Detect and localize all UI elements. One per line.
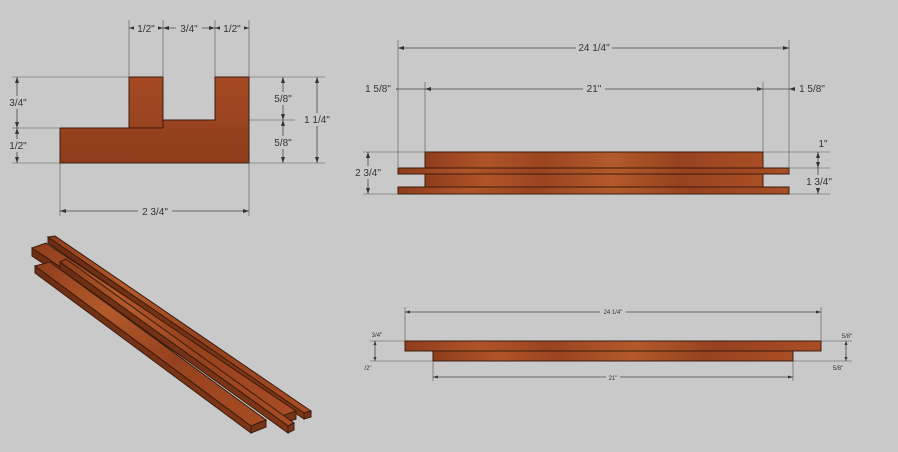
dim-right-total: 1 1/4" — [304, 115, 330, 126]
dim-left-upper: 3/4" — [9, 98, 27, 109]
bottom-top-board — [404, 340, 822, 352]
iso-rail-back-end — [303, 410, 312, 420]
side-dim-right-height: 1 3/4" — [806, 177, 832, 188]
side-dim-overall: 24 1/4" — [578, 43, 610, 54]
side-dim-right-top: 1" — [818, 139, 828, 150]
side-dim-left-height: 2 3/4" — [355, 168, 381, 179]
side-top-board — [424, 151, 764, 169]
iso-rail-front-top — [59, 258, 295, 427]
dim-top-left: 1/2" — [137, 24, 155, 35]
dim-left-lower: 1/2" — [9, 141, 27, 152]
dim-top-mid: 3/4" — [180, 24, 198, 35]
dim-right-upper: 5/8" — [274, 94, 292, 105]
bottom-dim-left-top: 3/4" — [372, 333, 382, 339]
bottom-dim-overall: 24 1/4" — [604, 310, 623, 316]
side-dim-right-offset: 1 5/8" — [799, 84, 825, 95]
iso-board-lower-end — [250, 419, 267, 434]
section-profile — [59, 76, 250, 164]
section-view: 1/2" 3/4" 1/2" 3/4" 1/2" 5/8" 5/8" 1 1/4… — [6, 20, 332, 218]
side-rail-upper — [397, 167, 790, 175]
bottom-dim-left-bottom: /2" — [364, 366, 371, 372]
side-dim-left-offset: 1 5/8" — [365, 84, 391, 95]
bottom-dim-right-top: 5/8" — [842, 334, 852, 340]
bottom-dim-inner: 21" — [609, 376, 618, 382]
bottom-dim-right-bottom: 5/8" — [833, 366, 843, 372]
isometric-view — [30, 235, 313, 434]
iso-board-lower — [33, 261, 268, 427]
dim-right-lower: 5/8" — [274, 138, 292, 149]
iso-rail-front-side — [59, 261, 289, 434]
dim-top-right: 1/2" — [223, 24, 241, 35]
side-rail-lower — [397, 186, 790, 195]
iso-rail-back-top — [46, 235, 313, 414]
side-dim-inner: 21" — [587, 84, 602, 95]
bottom-view: 24 1/4" 21" 3/4" /2" 5/8" 5/8" — [364, 307, 852, 382]
bottom-lower-board — [432, 350, 794, 362]
side-view: 24 1/4" 1 5/8" 21" 1 5/8" 2 3/4" 1" 1 3/… — [353, 40, 835, 195]
dim-bottom-width: 2 3/4" — [142, 207, 168, 218]
side-middle-board — [424, 173, 764, 188]
iso-rail-front-end — [287, 422, 295, 434]
